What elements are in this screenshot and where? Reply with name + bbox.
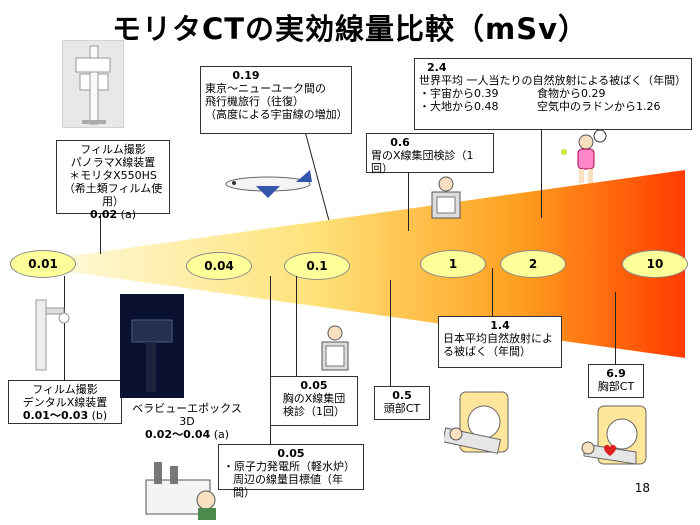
scale-marker-1: 1 [420, 250, 486, 278]
connector-natural-world [541, 130, 542, 218]
panorama-line4: （希土類フィルム使用） [63, 182, 163, 208]
world-natural-value: 2.4 [427, 61, 447, 74]
panorama-line2: パノラマX線装置 [70, 156, 156, 169]
nuclear-value: 0.05 [277, 447, 305, 460]
flight-box: 0.19 東京～ニューユーク間の 飛行機旅行（往復） （高度による宇宙線の増加） [200, 66, 352, 134]
veraview-box: ベラビューエポックス3D 0.02～0.04 (a) [128, 400, 246, 441]
world-natural-food: 食物から0.29 [537, 87, 606, 100]
chest-checkup-box: 0.05 胸のX線集団 検診（1回） [270, 376, 358, 426]
connector-chest [296, 276, 297, 376]
flight-line1: 東京～ニューユーク間の [205, 82, 326, 95]
scale-marker-10: 10 [622, 250, 688, 278]
flight-value: 0.19 [232, 69, 260, 82]
chest-ct-value: 6.9 [606, 367, 626, 380]
scale-marker-0.1: 0.1 [284, 252, 350, 280]
flight-line2: 飛行機旅行（往復） [205, 95, 304, 108]
panorama-machine-illustration [62, 40, 124, 128]
connector-head-ct [390, 280, 391, 386]
connector-nuclear [270, 276, 271, 444]
connector-panorama [100, 214, 101, 254]
head-ct-line1: 頭部CT [383, 402, 421, 415]
head-ct-value: 0.5 [392, 389, 412, 402]
dental-line2: デンタルX線装置 [22, 396, 108, 409]
nuclear-plant-illustration [145, 462, 216, 520]
stomach-checkup-illustration [431, 176, 461, 219]
chest-ct-illustration [581, 405, 647, 465]
japan-natural-line1: 日本平均自然放射によ [443, 332, 553, 345]
world-natural-radiation-box: 2.4 世界平均 一人当たりの自然放射による被ばく（年間） ・宇宙から0.39 食… [414, 58, 692, 130]
flight-line3: （高度による宇宙線の増加） [205, 108, 348, 121]
connector-japan [492, 268, 493, 316]
chest-ct-line1: 胸部CT [597, 380, 635, 393]
page-title: モリタCTの実効線量比較（mSv） [111, 12, 589, 46]
dental-value: 0.01～0.03 [22, 409, 89, 422]
head-ct-illustration [444, 391, 509, 454]
japan-natural-line2: る被ばく（年間） [443, 345, 531, 358]
panorama-value: 0.02 [90, 208, 118, 221]
panorama-ref: (a) [120, 208, 136, 221]
world-natural-radon: 空気中のラドンから1.26 [537, 100, 661, 113]
scale-marker-2: 2 [500, 250, 566, 278]
veraview-line1: ベラビューエポックス3D [132, 402, 242, 428]
dental-xray-box: フィルム撮影 デンタルX線装置 0.01～0.03 (b) [8, 380, 122, 424]
veraview-machine-illustration [120, 294, 184, 398]
connector-chest-ct [615, 292, 616, 368]
world-natural-space: ・宇宙から0.39 [419, 87, 499, 100]
veraview-ref: (a) [213, 428, 230, 441]
scale-marker-0.01: 0.01 [10, 250, 76, 278]
chest-checkup-illustration [321, 325, 349, 371]
chest-line1: 胸のX線集団 [282, 392, 346, 405]
dental-machine-illustration [35, 299, 70, 371]
japan-natural-value: 1.4 [490, 319, 510, 332]
nuclear-line2: 周辺の線量目標値（年間） [233, 473, 343, 499]
dental-ref: (b) [91, 409, 108, 422]
nuclear-line1: ・原子力発電所（軽水炉） [223, 460, 355, 473]
page-number: 18 [634, 481, 650, 495]
nuclear-plant-box: 0.05 ・原子力発電所（軽水炉） 周辺の線量目標値（年間） [218, 444, 364, 499]
panorama-line1: フィルム撮影 [80, 143, 146, 156]
tennis-player-illustration [561, 129, 607, 183]
chest-value: 0.05 [300, 379, 328, 392]
panorama-line3: ＊モリタX550HS [69, 169, 157, 182]
chest-line2: 検診（1回） [283, 405, 345, 418]
connector-dental [64, 276, 65, 380]
stomach-line1: 胃のX線集団検診（1回） [371, 149, 474, 175]
dental-line1: フィルム撮影 [32, 383, 98, 396]
connector-stomach [408, 173, 409, 231]
stomach-value: 0.6 [390, 136, 410, 149]
panorama-xray-box: フィルム撮影 パノラマX線装置 ＊モリタX550HS （希土類フィルム使用） 0… [56, 140, 170, 221]
stomach-checkup-box: 0.6 胃のX線集団検診（1回） [366, 133, 494, 175]
world-natural-ground: ・大地から0.48 [419, 100, 499, 113]
veraview-value: 0.02～0.04 [144, 428, 211, 441]
scale-marker-0.04: 0.04 [186, 252, 252, 280]
airplane-icon [225, 170, 312, 198]
world-natural-line1: 世界平均 一人当たりの自然放射による被ばく（年間） [419, 74, 687, 87]
chest-ct-box: 6.9 胸部CT [588, 364, 644, 398]
head-ct-box: 0.5 頭部CT [374, 386, 430, 420]
japan-natural-radiation-box: 1.4 日本平均自然放射によ る被ばく（年間） [438, 316, 562, 368]
